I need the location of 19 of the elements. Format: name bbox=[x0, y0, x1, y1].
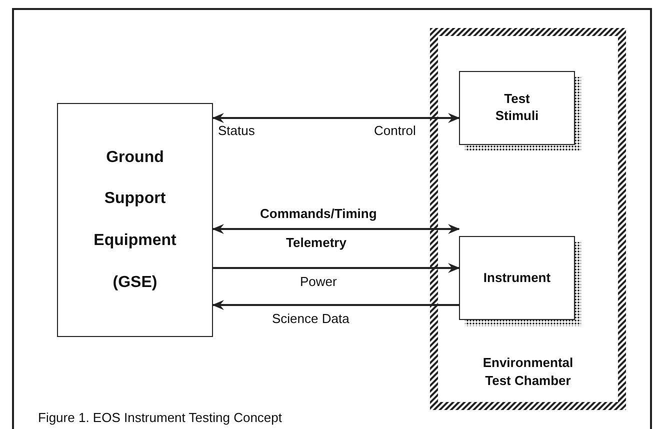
arrow bbox=[212, 224, 460, 234]
box-label: Instrument bbox=[483, 270, 551, 286]
edge-label: Power bbox=[298, 274, 339, 289]
arrow bbox=[212, 113, 460, 123]
process-box bbox=[57, 103, 213, 337]
figure-caption: Figure 1. EOS Instrument Testing Concept bbox=[36, 410, 284, 425]
signal-label: Telemetry bbox=[284, 235, 348, 250]
edge-label: Commands/Timing bbox=[258, 206, 379, 221]
chamber-label: Environmental Test Chamber bbox=[482, 354, 574, 390]
box-label: Ground Support Equipment (GSE) bbox=[92, 148, 178, 293]
edge-label: Status bbox=[216, 123, 257, 138]
arrow bbox=[213, 263, 460, 273]
edge-label: Science Data bbox=[270, 311, 352, 326]
arrow bbox=[212, 300, 459, 310]
test-chamber-outline bbox=[430, 28, 626, 410]
process-box bbox=[459, 71, 575, 145]
box-label: Test Stimuli bbox=[494, 91, 540, 125]
process-box bbox=[459, 236, 575, 320]
signal-label: Control bbox=[372, 123, 418, 138]
